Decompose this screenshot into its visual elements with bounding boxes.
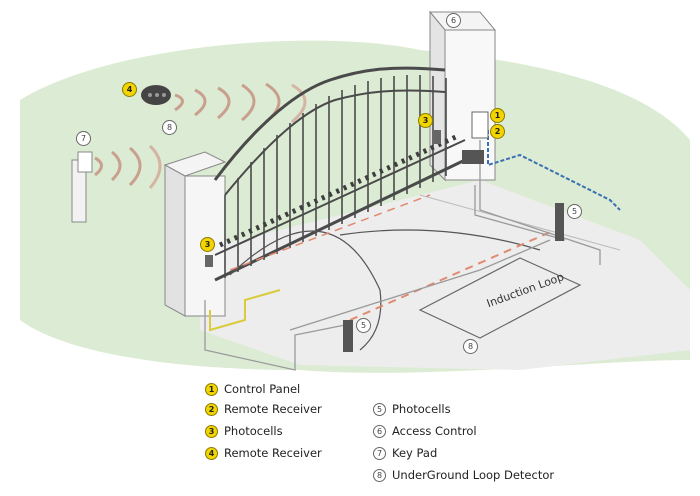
iron-gate xyxy=(213,66,466,282)
callout-loop-detector-remote: 8 xyxy=(162,120,177,135)
legend-label: UnderGround Loop Detector xyxy=(392,468,555,482)
legend-label: Photocells xyxy=(224,424,283,438)
legend-label: Control Panel xyxy=(224,382,301,396)
callout-remote-control: 4 xyxy=(122,82,137,97)
photocell-post-pillar xyxy=(205,255,213,267)
cable-runs xyxy=(204,140,601,371)
photocell-beam xyxy=(349,229,556,321)
driveway-edge xyxy=(419,194,621,251)
network-cable xyxy=(487,130,621,211)
control-panel-box xyxy=(462,111,489,164)
legend-item-access-control: 6 Access Control xyxy=(373,422,477,440)
photocell-post-front xyxy=(343,320,353,352)
callout-key-pad: 7 xyxy=(76,131,91,146)
induction-loop xyxy=(418,257,582,339)
legend-item-photocells-5: 5 Photocells xyxy=(373,400,451,418)
keypad-signal-beams xyxy=(94,144,162,189)
legend-item-remote-receiver: 2 Remote Receiver xyxy=(205,400,322,418)
photocell-post-right xyxy=(555,203,564,241)
remote-control xyxy=(141,85,171,105)
legend-label: Remote Receiver xyxy=(224,402,322,416)
legend-badge: 5 xyxy=(373,402,386,416)
legend-label: Key Pad xyxy=(392,446,438,460)
keypad-post xyxy=(71,151,93,223)
legend-item-photocells: 3 Photocells xyxy=(205,422,283,440)
legend-badge: 2 xyxy=(205,402,218,416)
photocell-beam-upper xyxy=(229,194,431,271)
legend-badge: 8 xyxy=(373,468,386,482)
gate-swing-arc-2 xyxy=(339,229,541,251)
gate-swing-arc xyxy=(229,230,382,351)
callout-photocell-right: 5 xyxy=(567,204,582,219)
callout-photocell-gate: 3 xyxy=(418,113,433,128)
legend-badge: 4 xyxy=(205,446,218,460)
legend-item-remote-receiver-2: 4 Remote Receiver xyxy=(205,444,322,462)
remote-signal-beams xyxy=(174,82,307,124)
callout-loop-detector: 8 xyxy=(463,339,478,354)
legend-label: Access Control xyxy=(392,424,477,438)
legend-item-control-panel: 1 Control Panel xyxy=(205,380,300,398)
legend-item-loop-detector: 8 UnderGround Loop Detector xyxy=(373,466,554,484)
callout-access-control: 6 xyxy=(446,13,461,28)
callout-photocell-pillar: 3 xyxy=(200,237,215,252)
legend-label: Remote Receiver xyxy=(224,446,322,460)
legend-badge: 3 xyxy=(205,424,218,438)
legend-badge: 7 xyxy=(373,446,386,460)
legend-badge: 6 xyxy=(373,424,386,438)
legend-label: Photocells xyxy=(392,402,451,416)
legend-item-key-pad: 7 Key Pad xyxy=(373,444,437,462)
yellow-cable xyxy=(209,289,281,332)
callout-control-panel: 1 xyxy=(490,108,505,123)
callout-remote-receiver-gate: 2 xyxy=(490,124,505,139)
photocell-post-gate xyxy=(434,130,441,144)
legend-badge: 1 xyxy=(205,382,218,396)
legend: 1 Control Panel 2 Remote Receiver 3 Phot… xyxy=(205,380,625,492)
callout-photocell-front: 5 xyxy=(356,318,371,333)
